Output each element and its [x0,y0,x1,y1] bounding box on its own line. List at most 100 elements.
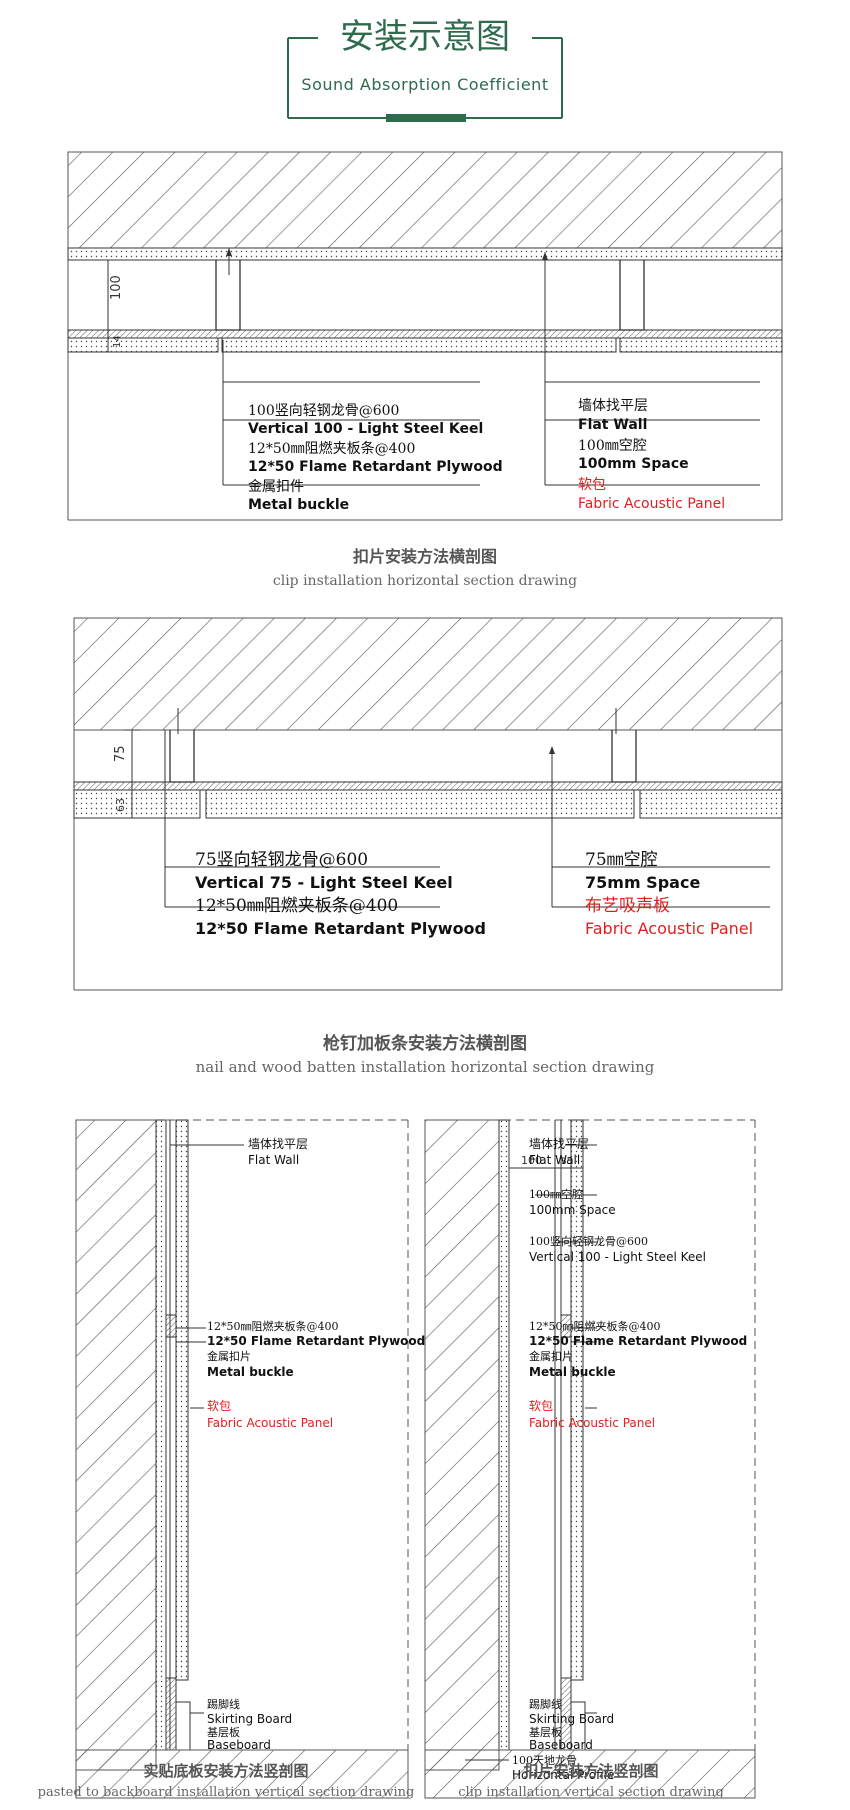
header-accent-bar [386,114,466,122]
skirting-board [165,1677,177,1751]
space-label-en: 100mm Space [529,1203,616,1217]
flat-wall-layer [498,1119,510,1751]
wall-label-en: Flat Wall [578,417,647,433]
leader-lines [222,248,760,486]
panel-label-en: Fabric Acoustic Panel [207,1416,333,1430]
base-label-en: Baseboard [207,1738,271,1752]
skirting-label-en: Skirting Board [207,1712,292,1726]
steel-keel [169,730,637,783]
profile-label-cn: 100天地龙骨 [512,1754,577,1767]
keel-label-en: Vertical 100 - Light Steel Keel [248,421,483,437]
base-label-en: Baseboard [529,1738,593,1752]
plywood-label-en: 12*50 Flame Retardant Plywood [207,1334,425,1348]
baseboard [175,1701,191,1751]
keel-label-cn: 100竖向轻钢龙骨@600 [248,403,399,419]
panel-label-cn: 布艺吸声板 [585,896,670,916]
floor-hatch [75,1749,409,1799]
header-subtitle: Sound Absorption Coefficient [301,75,548,94]
caption-en: clip installation vertical section drawi… [458,1785,724,1800]
panel-label-cn: 软包 [207,1399,231,1413]
wall-label-cn: 墙体找平层 [578,398,648,414]
buckle-label-cn: 金属扣片 [529,1349,573,1363]
dim-small: 35 [561,1157,572,1167]
caption-cn: 扣片安装方法竖剖图 [523,1762,658,1780]
plywood-label-cn: 12*50㎜阻燃夹板条@400 [248,440,415,457]
keel-label-cn: 100竖向轻钢龙骨@600 [529,1234,648,1248]
acoustic-panel [205,789,635,819]
diagram-nail-horizontal: 75 63 75竖向轻钢龙骨@600 Vertical 75 - Light S… [73,617,783,1076]
plywood-block [165,1314,177,1338]
plywood-label-cn: 12*50㎜阻燃夹板条@400 [529,1319,661,1333]
plywood-layer [67,329,783,339]
skirting-label-en: Skirting Board [529,1712,614,1726]
space-label-en: 100mm Space [578,456,689,472]
leader-lines [164,708,770,908]
header-title: 安装示意图 [340,17,510,57]
dim-small: 63 [114,798,127,812]
caption-en: nail and wood batten installation horizo… [196,1058,655,1076]
wall-label-cn: 墙体找平层 [529,1137,589,1151]
plywood-block [560,1314,572,1338]
buckle-label-en: Metal buckle [207,1365,294,1379]
panel-label-cn: 软包 [529,1399,553,1413]
profile-label-en: Horizontal Profile [512,1768,614,1782]
buckle-label-en: Metal buckle [248,497,349,513]
diagram-pasted-vertical: 墙体找平层 Flat Wall 12*50㎜阻燃夹板条@400 12*50 Fl… [38,1119,425,1800]
buckle-label-cn: 金属扣件 [248,479,304,495]
flat-wall-layer [67,247,783,261]
floor-hatch [424,1749,756,1799]
wall-hatch [67,151,783,249]
panel-label-en: Fabric Acoustic Panel [578,496,725,512]
leader-lines [170,1144,244,1714]
space-label-cn: 75㎜空腔 [585,850,658,870]
panel-label-en: Fabric Acoustic Panel [529,1416,655,1430]
acoustic-panel [175,1119,189,1681]
dim-100: 100 [521,1154,542,1167]
plywood-label-cn: 12*50㎜阻燃夹板条@400 [195,896,398,916]
buckle-label-en: Metal buckle [529,1365,616,1379]
wall-label-en: Flat Wall [248,1153,299,1167]
panel-label-en: Fabric Acoustic Panel [585,919,753,938]
skirting-label-cn: 踢脚线 [529,1697,562,1711]
space-label-en: 75mm Space [585,873,700,892]
dim-100: 100 [109,275,124,300]
wall-label-en: Flat Wall [529,1153,580,1167]
plywood-label-cn: 12*50㎜阻燃夹板条@400 [207,1319,339,1333]
base-label-cn: 基层板 [207,1725,240,1739]
caption-cn: 扣片安装方法横剖图 [353,547,497,566]
wall-hatch [73,617,783,731]
wall-label-cn: 墙体找平层 [248,1137,308,1151]
buckle-label-cn: 金属扣片 [207,1349,251,1363]
acoustic-panel [619,337,783,353]
diagram-clip-vertical: 100 35 墙体找平层 Flat Wall 100㎜空腔 100mm Spac… [424,1119,756,1800]
plywood-label-en: 12*50 Flame Retardant Plywood [248,459,503,475]
acoustic-panel [67,337,219,353]
dim-small: 14 [112,335,123,348]
caption-en: clip installation horizontal section dra… [273,573,577,589]
acoustic-panel [221,337,617,353]
base-label-cn: 基层板 [529,1725,562,1739]
keel-label-en: Vertical 75 - Light Steel Keel [195,873,453,892]
plywood-label-en: 12*50 Flame Retardant Plywood [529,1334,747,1348]
dim-75: 75 [113,745,128,762]
skirting-label-cn: 踢脚线 [207,1697,240,1711]
acoustic-panel [73,789,201,819]
panel-label-cn: 软包 [578,477,606,493]
diagram-clip-horizontal: 100 14 100竖向轻钢龙骨@600 Vertical 100 - Ligh… [67,151,783,589]
caption-cn: 实贴底板安装方法竖剖图 [143,1762,308,1780]
acoustic-panel [639,789,783,819]
wall-hatch [424,1119,500,1771]
caption-cn: 枪钉加板条安装方法横剖图 [323,1033,527,1054]
space-label-cn: 100㎜空腔 [578,438,647,454]
space-label-cn: 100㎜空腔 [529,1187,583,1201]
plywood-label-en: 12*50 Flame Retardant Plywood [195,919,486,938]
caption-en: pasted to backboard installation vertica… [38,1785,415,1800]
leader-lines [465,1144,597,1761]
plywood-layer [73,781,783,791]
wall-hatch [75,1119,157,1771]
keel-label-en: Vertical 100 - Light Steel Keel [529,1250,706,1264]
keel-label-cn: 75竖向轻钢龙骨@600 [195,850,368,870]
steel-keel [215,260,645,331]
acoustic-panel [570,1119,584,1681]
flat-wall-layer [155,1119,167,1751]
